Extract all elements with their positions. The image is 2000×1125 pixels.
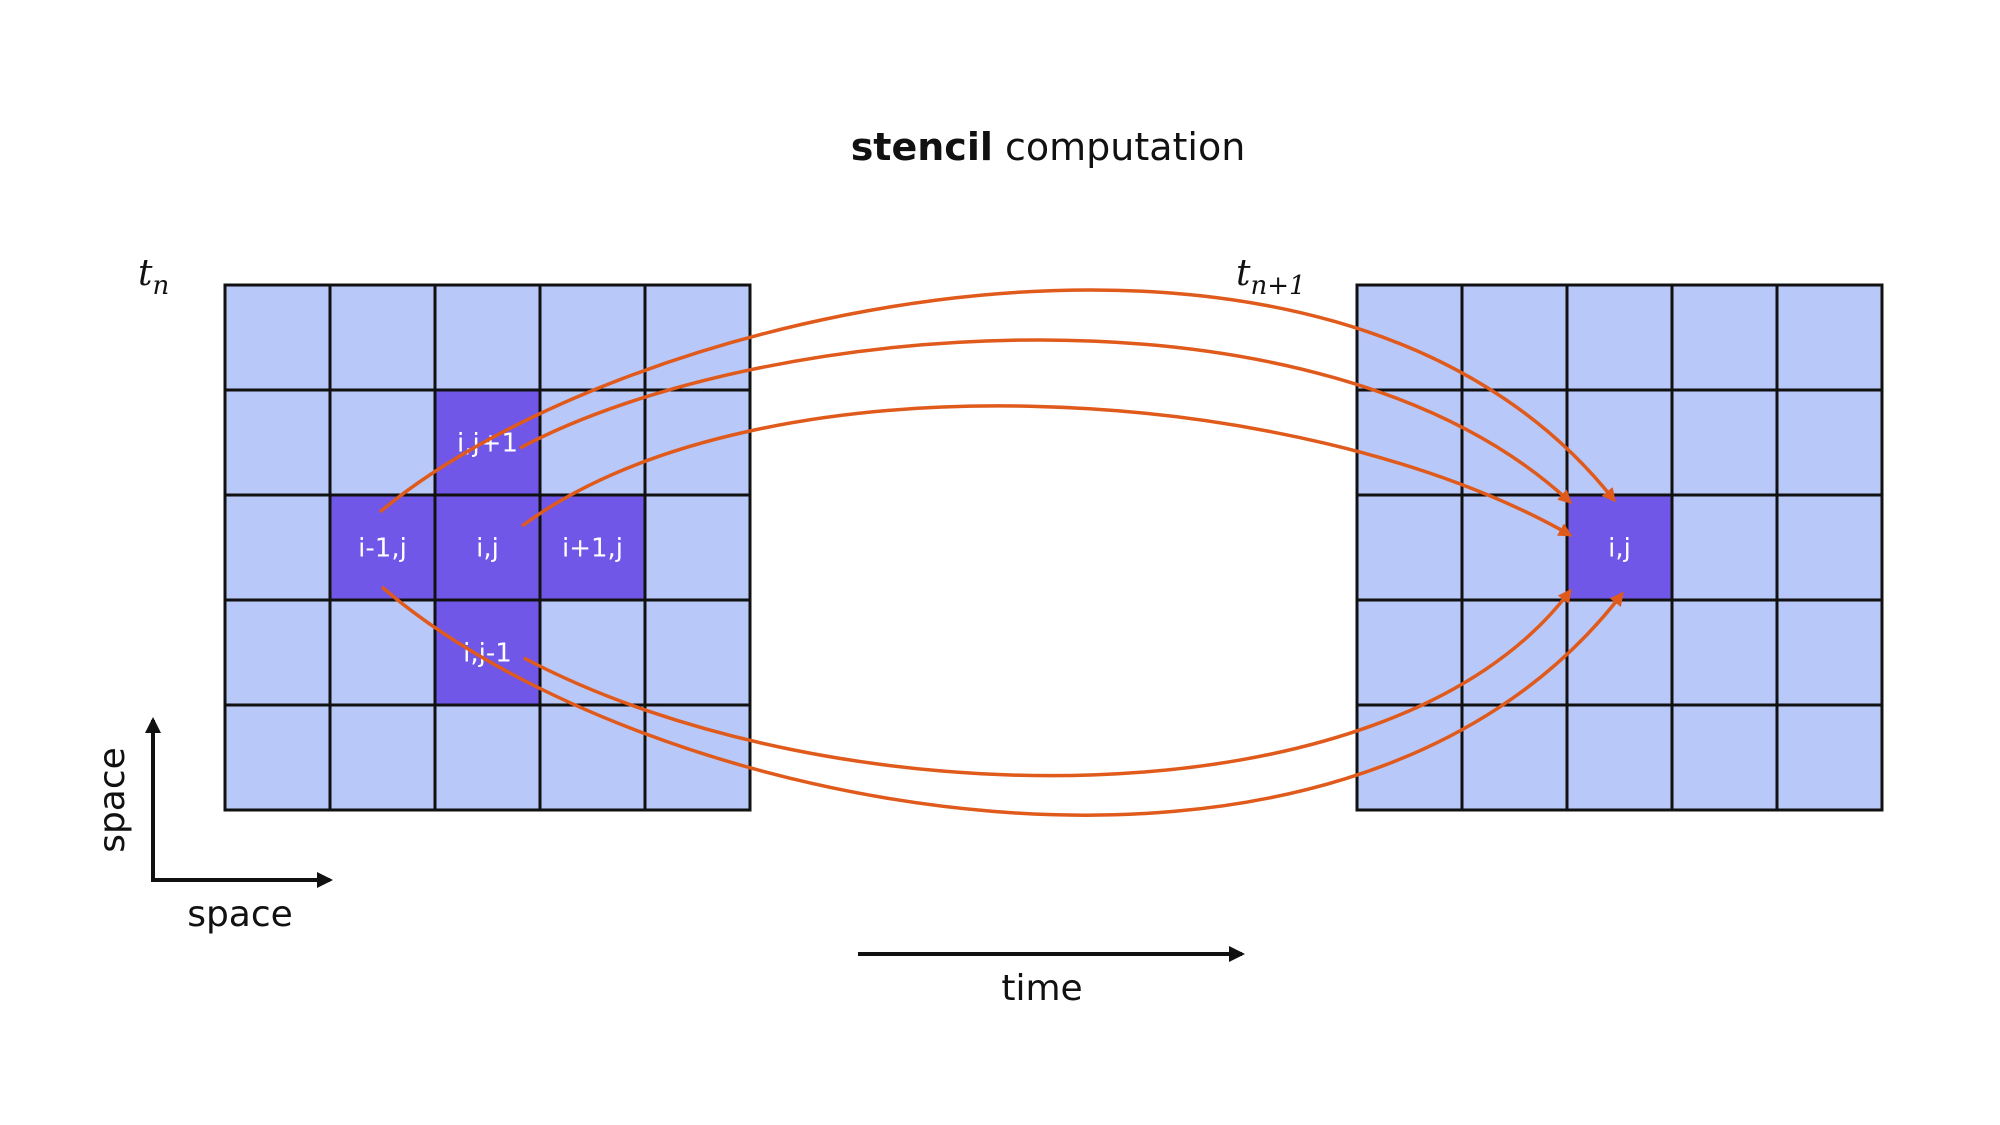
grid-cell	[1460, 283, 1569, 392]
grid-cell	[328, 283, 437, 392]
dependency-arrows	[378, 288, 1624, 817]
time-label-right-base: t	[1236, 253, 1251, 294]
grid-cell	[1775, 388, 1884, 497]
grid-cell	[223, 283, 332, 392]
grid-right: i,j	[1355, 283, 1884, 812]
grid-cell	[643, 703, 752, 812]
stencil-cell-highlighted	[433, 598, 542, 707]
stencil-cell-highlighted	[328, 493, 437, 602]
grid-cell	[223, 598, 332, 707]
time-label-right-sub: n+1	[1250, 271, 1305, 301]
grid-cell	[643, 493, 752, 602]
time-label-left: tn	[138, 253, 169, 301]
arrow-from-i-j-plus-1	[519, 338, 1573, 505]
grid-cell	[1775, 598, 1884, 707]
grid-cell	[1670, 283, 1779, 392]
time-label-left-base: t	[138, 253, 153, 294]
grid-cell	[1670, 388, 1779, 497]
time-label-right: tn+1	[1236, 253, 1306, 301]
grid-cell	[1670, 598, 1779, 707]
grid-cell	[1565, 598, 1674, 707]
stencil-cell-highlighted	[1565, 493, 1674, 602]
time-label-left-sub: n	[152, 271, 169, 301]
grid-cell	[1565, 388, 1674, 497]
grid-cell	[328, 388, 437, 497]
horizontal-space-label: space	[187, 894, 293, 935]
grid-cell	[223, 388, 332, 497]
grid-cell	[643, 598, 752, 707]
arrow-from-i-j	[520, 404, 1573, 537]
cell-label: i-1,j	[358, 534, 407, 564]
grid-cell	[1460, 703, 1569, 812]
grid-cell	[1565, 283, 1674, 392]
time-axis-label: time	[1001, 968, 1082, 1009]
cell-label: i+1,j	[562, 534, 623, 564]
grid-cell	[1565, 703, 1674, 812]
arrow-from-i-minus-1-j	[378, 288, 1616, 514]
cell-label: i,j-1	[463, 639, 512, 669]
grid-cell	[223, 493, 332, 602]
grid-cell	[433, 703, 542, 812]
grid-cell	[1355, 703, 1464, 812]
stencil-cell-highlighted	[538, 493, 647, 602]
grid-cell	[1670, 703, 1779, 812]
space-axes	[145, 717, 333, 888]
grid-cell	[1355, 493, 1464, 602]
vertical-space-label: space	[92, 747, 133, 853]
grid-cell	[1775, 283, 1884, 392]
grid-cell	[538, 703, 647, 812]
grid-cell	[1775, 703, 1884, 812]
grid-cell	[433, 283, 542, 392]
grid-cell	[1670, 493, 1779, 602]
grid-cell	[223, 703, 332, 812]
cell-label: i,j	[476, 534, 499, 564]
title-bold: stencil	[851, 125, 993, 169]
arrow-from-i-minus-1-j-lower	[380, 585, 1624, 817]
grid-cell	[1775, 493, 1884, 602]
grid-cell	[1355, 283, 1464, 392]
grid-cell	[1355, 598, 1464, 707]
grid-cell	[538, 283, 647, 392]
arrow-from-i-j-minus-1	[523, 588, 1572, 778]
title-rest: computation	[993, 125, 1245, 169]
grid-cell	[1460, 493, 1569, 602]
grid-cell	[328, 703, 437, 812]
diagram-title: stencil computation	[851, 125, 1246, 169]
cell-label: i,j	[1608, 534, 1631, 564]
